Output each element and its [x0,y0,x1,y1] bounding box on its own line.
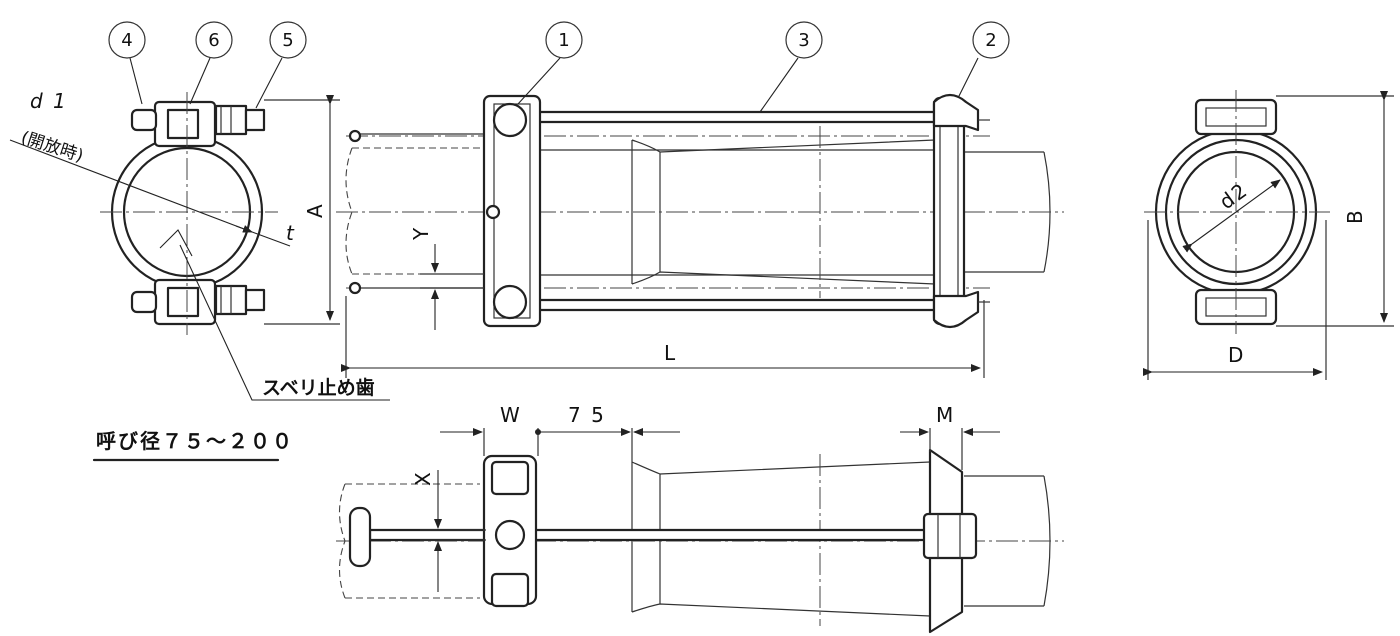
label-d1-note: (開放時) [18,128,85,167]
svg-text:3: 3 [798,30,809,51]
label-L: L [664,341,677,365]
svg-text:1: 1 [558,30,569,51]
balloon-3: 3 [785,21,823,59]
svg-text:6: 6 [208,30,219,51]
balloon-5: 5 [269,21,307,59]
label-D: D [1228,343,1245,367]
label-d1: d 1 [30,89,68,113]
label-M: M [936,403,955,427]
size-range-label: 呼び径７５～２００ [96,429,294,453]
left-end-view [9,57,390,401]
balloon-1: 1 [545,21,583,59]
label-A: A [303,202,327,218]
svg-text:5: 5 [282,30,293,51]
main-side-view [336,57,1064,378]
balloon-2: 2 [972,21,1010,59]
label-d2: d2 [1215,177,1253,214]
balloon-4: 4 [108,21,146,59]
label-t: t [286,221,296,245]
teeth-label: スベリ止め歯 [262,376,375,399]
label-Y: Y [409,226,433,241]
label-75: 7 5 [568,403,606,427]
label-X: X [411,470,435,486]
label-W: W [500,403,522,427]
svg-text:2: 2 [985,30,996,51]
label-B: B [1343,208,1367,224]
balloon-6: 6 [195,21,233,59]
svg-text:4: 4 [121,30,132,51]
bottom-plan-view [336,428,1064,634]
right-end-view [1143,90,1394,380]
